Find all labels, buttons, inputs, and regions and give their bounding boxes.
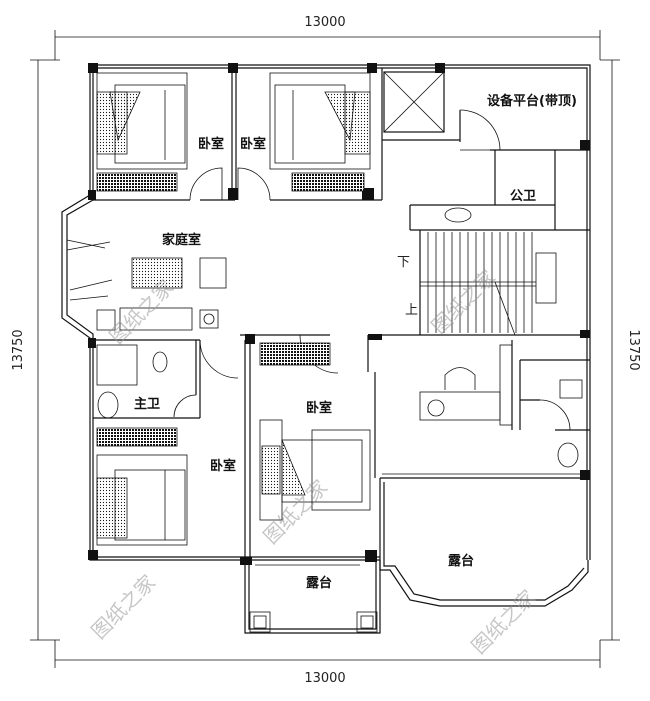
label-terrace-right: 露台 — [448, 553, 474, 569]
bathroom-fixtures — [96, 207, 583, 468]
columns — [88, 63, 590, 565]
dimension-left: 13750 — [11, 329, 26, 370]
watermark: 图纸之家 — [87, 570, 161, 644]
watermark: 图纸之家 — [427, 265, 501, 339]
bed-top-right — [269, 72, 371, 170]
lounge-chairs — [66, 239, 113, 301]
dimension-bottom: 13000 — [304, 671, 345, 686]
dimension-right: 13750 — [626, 329, 641, 370]
wardrobe-middle — [259, 342, 331, 366]
label-bedroom-top-left: 卧室 — [198, 136, 224, 152]
label-master-bathroom: 主卫 — [134, 396, 160, 412]
dimension-top: 13000 — [304, 15, 345, 30]
label-family-room: 家庭室 — [162, 232, 201, 248]
watermark: 图纸之家 — [467, 585, 541, 659]
exterior-walls — [61, 64, 591, 634]
label-terrace-middle: 露台 — [306, 575, 332, 591]
sofa-set — [96, 257, 227, 331]
label-stair-up: 上 — [405, 303, 418, 318]
wardrobe-top-left — [96, 172, 178, 192]
bed-middle — [259, 419, 371, 521]
wardrobe-bottom-left — [96, 427, 178, 447]
wardrobe-top-right — [291, 172, 365, 192]
staircase — [419, 230, 557, 336]
interior-walls — [93, 68, 590, 566]
label-public-bathroom: 公卫 — [510, 189, 536, 204]
terrace-posts — [249, 611, 378, 633]
study-desk — [419, 344, 513, 426]
label-bedroom-middle: 卧室 — [306, 400, 332, 416]
dimension-lines — [30, 30, 620, 668]
bed-bottom-left — [96, 454, 188, 546]
label-equipment-platform: 设备平台(带顶) — [487, 93, 577, 109]
label-stair-down: 下 — [397, 255, 410, 270]
label-bedroom-bottom-left: 卧室 — [210, 458, 236, 474]
bed-top-left — [96, 72, 188, 170]
label-bedroom-top-right: 卧室 — [240, 136, 266, 152]
